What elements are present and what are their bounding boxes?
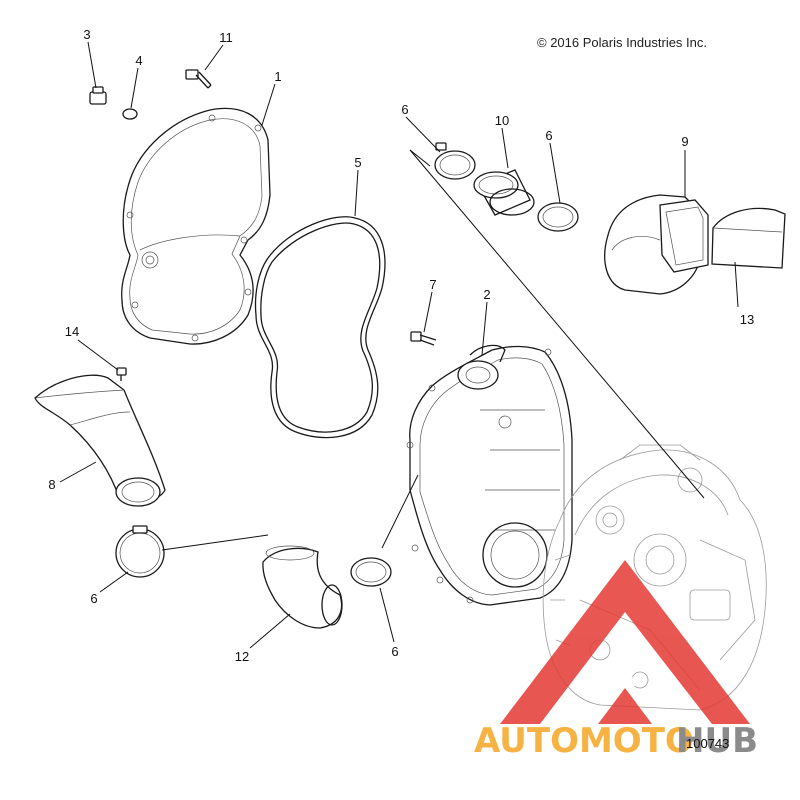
callout-7: 7 [429,277,436,292]
duct-screw [116,367,127,381]
watermark-triangle-logo [500,560,750,724]
callout-6-top-left: 6 [401,102,408,117]
callout-6-top-right: 6 [545,128,552,143]
callout-4: 4 [135,53,142,68]
copyright-text: © 2016 Polaris Industries Inc. [537,35,707,50]
duct-coupler [473,169,535,216]
callout-6-bottom: 6 [391,644,398,659]
hose-clamp-top-right [537,202,579,232]
callout-11: 11 [219,30,233,45]
callout-13: 13 [740,312,754,327]
callout-2: 2 [483,287,490,302]
callout-1: 1 [274,69,281,84]
intake-duct [604,194,709,295]
watermark-text-auto: AUTOMOTO [474,721,694,761]
cover-bolt [185,69,212,89]
callout-6-left: 6 [90,591,97,606]
drain-plug [89,86,107,105]
outer-clutch-cover [121,107,271,345]
figure-number: 100743 [686,736,729,751]
callout-labels: 1 2 3 4 5 6 6 6 6 7 8 9 10 11 12 13 14 [48,27,754,664]
callout-9: 9 [681,134,688,149]
hose-clamp-top-left [434,142,476,180]
leader-lines [59,41,739,649]
watermark-text-hub: HUB [676,721,758,761]
callout-3: 3 [83,27,90,42]
cover-gasket [254,216,386,439]
automotohub-watermark: AUTOMOTO HUB [474,560,758,761]
hose-clamp-center [350,557,392,587]
inner-clutch-cover [406,344,573,606]
outlet-duct [34,374,166,507]
callout-8: 8 [48,477,55,492]
elbow-duct [262,545,343,629]
hose-clamp-left [115,525,165,578]
callout-12: 12 [235,649,249,664]
duct-boot [711,207,786,269]
callout-5: 5 [354,155,361,170]
callout-14: 14 [65,324,79,339]
o-ring [122,108,138,120]
inner-cover-bolt [410,331,437,346]
callout-10: 10 [495,113,509,128]
